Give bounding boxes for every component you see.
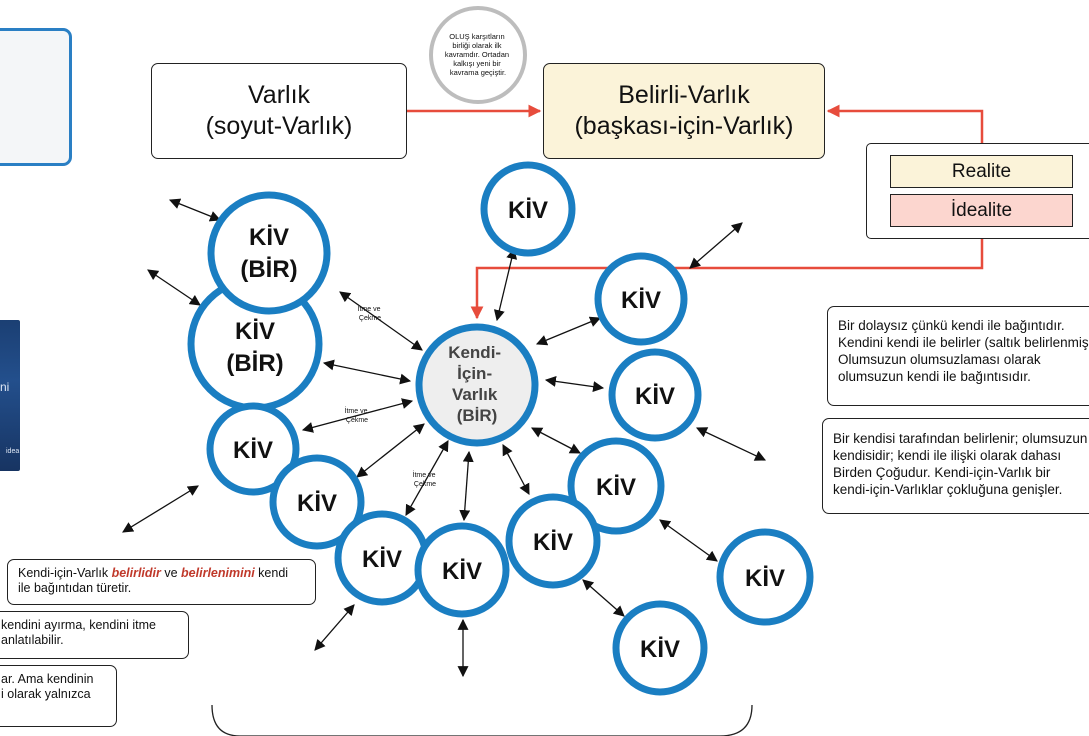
arrow — [659, 519, 718, 562]
kiv-node[interactable] — [567, 437, 665, 535]
arrow — [301, 398, 414, 433]
kiv-node-circles — [187, 161, 814, 696]
thumbnail-text: idea — [6, 448, 20, 455]
belirli-varlik-title: Belirli-Varlık — [618, 81, 750, 109]
note-line: ile bağıntıdan türetir. — [18, 581, 132, 595]
kiv-node[interactable] — [612, 600, 708, 696]
note-line: Bir kendisi tarafından belirlenir; olums… — [833, 431, 1088, 446]
kiv-node[interactable] — [480, 161, 576, 257]
arrow — [544, 375, 605, 393]
arrow — [502, 444, 530, 495]
belirli-varlik-subtitle: (başkası-için-Varlık) — [574, 112, 794, 140]
kiv-node[interactable] — [608, 348, 702, 442]
kiv-bir-node-upper[interactable] — [207, 191, 331, 315]
bir-label: (BİR) — [240, 256, 297, 283]
arrow — [696, 427, 766, 461]
arrow — [122, 485, 199, 533]
olus-note-circle — [429, 6, 527, 104]
emphasis-belirlidir: belirlidir — [111, 566, 161, 580]
realite-item[interactable]: Realite — [890, 155, 1073, 188]
kiv-node[interactable] — [505, 493, 601, 589]
arrow — [459, 450, 474, 522]
kiv-node[interactable] — [206, 402, 300, 496]
note-line: Kendini kendi ile belirler (saltık belir… — [838, 335, 1089, 350]
kendi-icin-varlik-label: Kendi- İçin- Varlık (BİR) — [448, 343, 506, 425]
kiv-label: KİV — [621, 287, 661, 314]
note-line: Kendi-için-Varlık belirlidir ve belirlen… — [18, 566, 289, 580]
kiv-label: KİV — [233, 437, 273, 464]
kiv-node[interactable] — [414, 522, 510, 618]
partial-frame-panel — [0, 28, 72, 166]
varlik-box[interactable]: Varlık (soyut-Varlık) — [151, 63, 407, 159]
kiv-label: KİV — [640, 636, 680, 663]
arrow — [168, 198, 222, 222]
arrow — [322, 359, 412, 385]
belirli-varlik-box[interactable]: Belirli-Varlık (başkası-için-Varlık) — [543, 63, 825, 159]
thumbnail-text: ni — [0, 380, 10, 394]
kiv-label: KİV — [508, 197, 548, 224]
kiv-node[interactable] — [594, 252, 688, 346]
realite-idealite-legend: Realite İdealite — [866, 143, 1089, 239]
bottom-brace — [211, 704, 753, 736]
kiv-node-labels: KİV (BİR) KİV (BİR) KİV KİV KİV KİV KİV … — [226, 197, 785, 663]
kiv-label: KİV — [297, 490, 337, 517]
kiv-label: KİV — [745, 565, 785, 592]
kendi-icin-varlik-node[interactable] — [415, 323, 539, 447]
note-line: Birden Çoğudur. Kendi-için-Varlık bir — [833, 465, 1051, 480]
kiv-label: KİV — [362, 546, 402, 573]
edge-label-itme-cekme: İtme ve Çekme — [413, 470, 438, 488]
red-arrow-realite-belirli — [826, 104, 984, 155]
kiv-node[interactable] — [716, 528, 814, 626]
arrow — [493, 247, 518, 322]
olus-note-text: OLUŞ karşıtların birliği olarak ilk kavr… — [445, 32, 511, 77]
bir-label: (BİR) — [226, 350, 283, 377]
arrow — [314, 604, 355, 651]
note-line: Bir dolaysız çünkü kendi ile bağıntıdır. — [838, 318, 1065, 333]
bottom-note-2: kendini ayırma, kendini itme anlatılabil… — [0, 611, 189, 659]
edge-label-itme-cekme: İtme ve Çekme — [358, 304, 383, 322]
note-line: kendisidir; kendi ile ilişki olarak daha… — [833, 448, 1062, 463]
note-line: Olumsuzun olumsuzlaması olarak — [838, 352, 1041, 367]
note-line: anlatılabilir. — [1, 633, 64, 647]
itme-cekme-arrows — [122, 198, 766, 678]
note-line: ar. Ama kendinin — [1, 672, 94, 686]
bottom-note-3: ar. Ama kendinin i olarak yalnızca — [0, 665, 117, 727]
idealite-item[interactable]: İdealite — [890, 194, 1073, 227]
arrow — [405, 440, 449, 516]
book-cover-thumbnail: ni idea — [0, 320, 20, 471]
kiv-label: KİV — [533, 529, 573, 556]
kiv-label: KİV — [235, 318, 275, 345]
emphasis-belirlenimini: belirlenimini — [181, 566, 255, 580]
right-note-2: Bir kendisi tarafından belirlenir; olums… — [822, 418, 1089, 514]
note-line: i olarak yalnızca — [1, 687, 91, 701]
note-line: kendi-için-Varlıklar çokluğuna genişler. — [833, 482, 1063, 497]
arrow — [147, 269, 201, 306]
arrow — [339, 291, 423, 351]
kiv-node[interactable] — [269, 454, 365, 550]
arrow — [535, 316, 602, 346]
note-line: kendini ayırma, kendini itme — [1, 618, 156, 632]
kiv-label: KİV — [596, 474, 636, 501]
arrow — [531, 427, 581, 454]
note-line: olumsuzun kendi ile bağıntısıdır. — [838, 369, 1031, 384]
right-note-1: Bir dolaysız çünkü kendi ile bağıntıdır.… — [827, 306, 1089, 406]
arrow — [356, 423, 425, 478]
bottom-note-1: Kendi-için-Varlık belirlidir ve belirlen… — [7, 559, 316, 605]
kiv-label: KİV — [249, 224, 289, 251]
arrow — [582, 579, 625, 617]
kiv-label: KİV — [442, 558, 482, 585]
varlik-title: Varlık — [247, 81, 311, 109]
arrow — [689, 222, 743, 269]
varlik-subtitle: (soyut-Varlık) — [205, 112, 353, 140]
edge-label-itme-cekme: İtme ve Çekme — [345, 406, 370, 424]
kiv-label: KİV — [635, 383, 675, 410]
